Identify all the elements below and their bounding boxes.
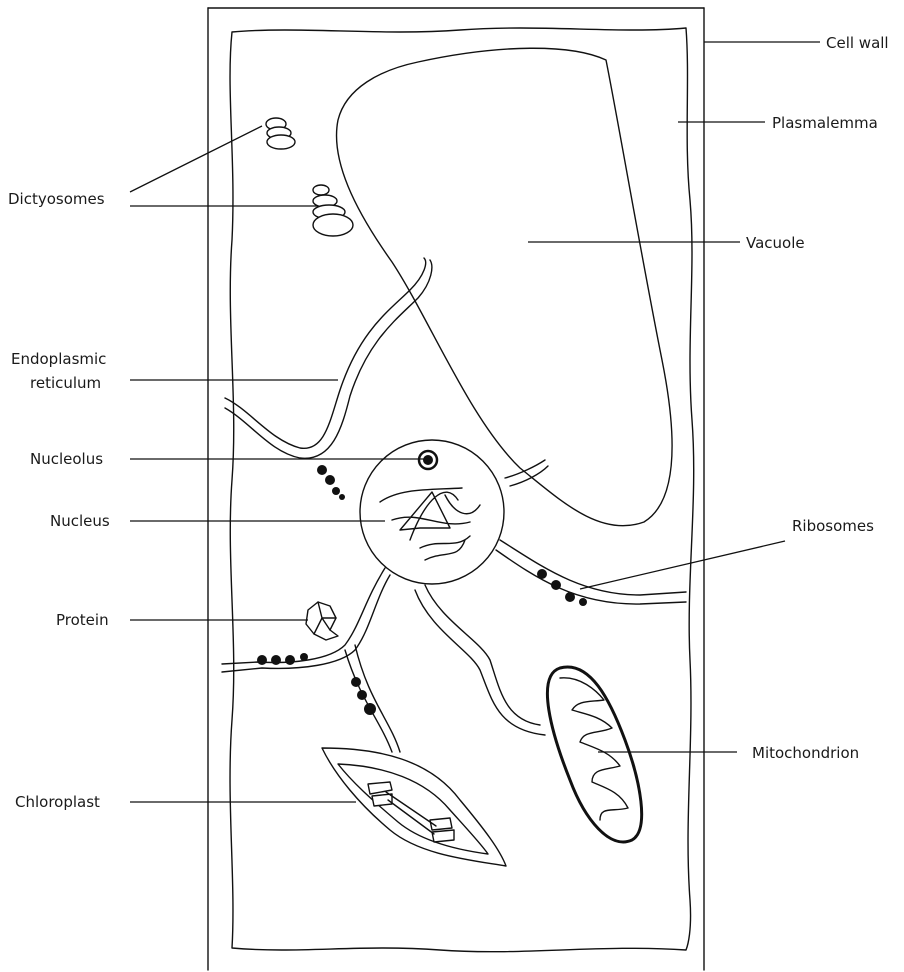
mitochondrion [547,667,641,842]
label-chloroplast: Chloroplast [15,793,100,811]
label-nucleolus: Nucleolus [30,450,103,468]
label-dictyosomes: Dictyosomes [8,190,105,208]
label-cell-wall: Cell wall [826,34,889,52]
label-er-line2: reticulum [30,374,101,392]
label-protein: Protein [56,611,109,629]
chloroplast [322,748,506,866]
vacuole [337,48,673,526]
nucleolus [419,451,437,469]
label-plasmalemma: Plasmalemma [772,114,878,132]
label-vacuole: Vacuole [746,234,805,252]
dictyosomes [266,118,353,236]
label-er-line1: Endoplasmic [11,350,106,368]
protein [306,602,338,640]
label-ribosomes: Ribosomes [792,517,874,535]
label-mitochondrion: Mitochondrion [752,744,859,762]
label-nucleus: Nucleus [50,512,110,530]
